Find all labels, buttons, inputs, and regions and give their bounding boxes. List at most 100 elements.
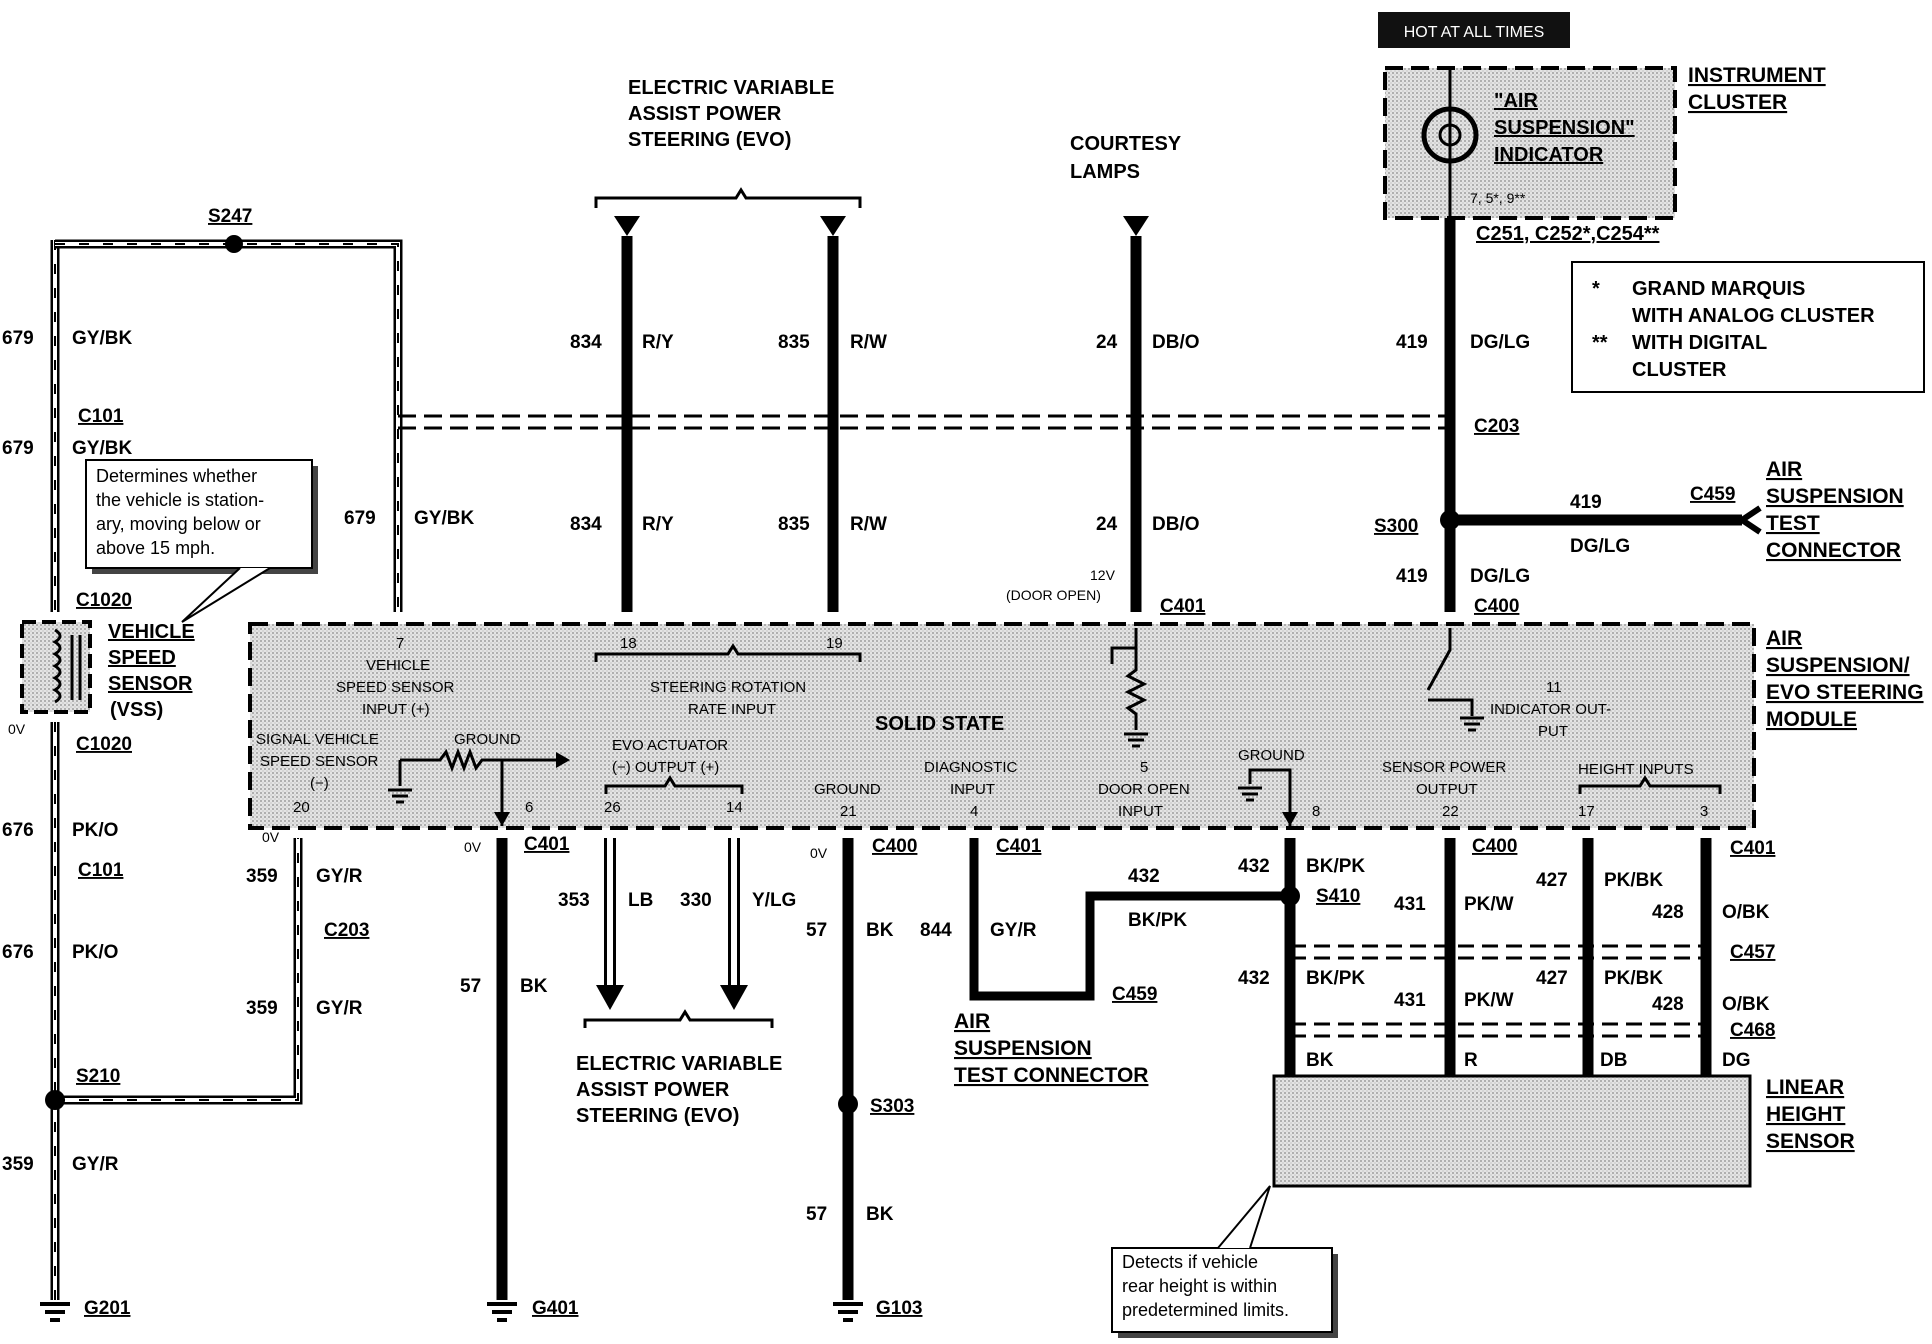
callout-vss-line-4: above 15 mph.	[96, 538, 215, 558]
indicator-switch-icon	[1426, 628, 1474, 716]
legend-box	[1571, 261, 1925, 393]
module-solid-state: SOLID STATE	[875, 713, 1004, 735]
wire-427-num-b: 427	[1536, 968, 1568, 989]
resistor-icon	[400, 747, 560, 773]
vss-input-label-3: INPUT (+)	[362, 701, 430, 718]
splice-s300: S300	[1374, 516, 1418, 537]
wire-432-num-b: 432	[1238, 856, 1270, 877]
wire-359-col-c: GY/R	[72, 1154, 119, 1175]
sensor-wire-r: R	[1464, 1050, 1478, 1071]
wire-679-num-c: 679	[344, 508, 376, 529]
wire-57-col-b: BK	[866, 920, 894, 941]
steering-rate-brace	[594, 643, 862, 662]
wire-835-num-a: 835	[778, 332, 810, 353]
hot-at-all-times-box	[1378, 12, 1570, 48]
voltage-12v: 12V	[1090, 567, 1116, 583]
connector-c203-bus	[398, 414, 1450, 430]
pin-20: 20	[293, 799, 310, 816]
wire-419-col-b: DG/LG	[1570, 536, 1630, 557]
wire-419-col-c: DG/LG	[1470, 566, 1530, 587]
door-open-label-2: INPUT	[1118, 803, 1163, 820]
cluster-connector-label: C251, C252*,C254**	[1476, 223, 1660, 245]
wire-24-num-b: 24	[1096, 514, 1118, 535]
vss-title-4: (VSS)	[110, 699, 163, 721]
linear-height-sensor-box	[1272, 1074, 1752, 1188]
wire-353-col: LB	[628, 890, 653, 911]
callout-vss-line-1: Determines whether	[96, 466, 257, 486]
connector-c457-bus	[1290, 944, 1706, 960]
signal-vss-label-2: SPEED SENSOR	[260, 753, 379, 770]
connector-c1020-bottom: C1020	[76, 734, 132, 755]
courtesy-lamps-line-1: COURTESY	[1070, 133, 1182, 155]
height-sensor-title-3: SENSOR	[1766, 1130, 1855, 1153]
wire-427-col-b: PK/BK	[1604, 968, 1663, 989]
connector-c459-top: C459	[1690, 484, 1735, 505]
diagnostic-label-1: DIAGNOSTIC	[924, 759, 1018, 776]
air-test-bottom-1: AIR	[954, 1010, 990, 1033]
wire-359-num-c: 359	[2, 1154, 34, 1175]
voltage-0v-57a: 0V	[464, 839, 482, 855]
module-title-1: AIR	[1766, 627, 1802, 650]
wire-835-num-b: 835	[778, 514, 810, 535]
signal-vss-label-3: (−)	[310, 775, 329, 792]
cluster-pins: 7, 5*, 9**	[1470, 190, 1526, 206]
connector-c400-top: C400	[1474, 596, 1519, 617]
wire-431-col-b: PK/W	[1464, 990, 1514, 1011]
wire-57-num-a: 57	[460, 976, 481, 997]
arrow-834-icon	[614, 216, 640, 236]
evo-bottom-line-2: ASSIST POWER	[576, 1079, 730, 1101]
wire-419-num-a: 419	[1396, 332, 1428, 353]
vss-title-1: VEHICLE	[108, 621, 195, 643]
voltage-0v-57b: 0V	[810, 845, 828, 861]
arrow-330-icon	[720, 985, 748, 1010]
splice-s210-dot	[45, 1090, 65, 1110]
wire-835-col-a: R/W	[850, 332, 887, 353]
sensor-wire-db: DB	[1600, 1050, 1627, 1071]
wire-679-col-a: GY/BK	[72, 328, 132, 349]
legend-line-1: GRAND MARQUIS	[1632, 278, 1805, 300]
vss-input-label-1: VEHICLE	[366, 657, 430, 674]
wire-24-col-b: DB/O	[1152, 514, 1200, 535]
connector-c401-ground: C401	[524, 834, 570, 855]
voltage-0v-359: 0V	[262, 829, 280, 845]
wire-679-num-b: 679	[2, 438, 34, 459]
air-test-connector-icon	[1736, 505, 1762, 535]
voltage-0v-vss: 0V	[8, 721, 26, 737]
wire-359-col-b: GY/R	[316, 998, 363, 1019]
wire-419-num-b: 419	[1570, 492, 1602, 513]
pin-11: 11	[1546, 679, 1562, 696]
air-test-bottom-2: SUSPENSION	[954, 1037, 1092, 1060]
indicator-label-3: INDICATOR	[1494, 144, 1604, 166]
wire-431-num-a: 431	[1394, 894, 1426, 915]
arrow-right-icon	[556, 752, 570, 768]
callout-vss-line-2: the vehicle is station-	[96, 490, 264, 510]
module-ground-icon-3	[1238, 786, 1262, 802]
connector-c101-top: C101	[78, 406, 124, 427]
wire-834-col-b: R/Y	[642, 514, 674, 535]
evo-top-line-3: STEERING (EVO)	[628, 129, 791, 151]
ground-g401-icon	[487, 1302, 517, 1322]
ground-g201-icon	[40, 1302, 70, 1322]
wire-419-num-c: 419	[1396, 566, 1428, 587]
connector-c1020-top: C1020	[76, 590, 132, 611]
sensor-wire-dg: DG	[1722, 1050, 1751, 1071]
air-test-bottom-3: TEST CONNECTOR	[954, 1064, 1148, 1087]
wire-432-num-a: 432	[1128, 866, 1160, 887]
wire-835-col-b: R/W	[850, 514, 887, 535]
pin-17: 17	[1578, 803, 1595, 820]
wire-427-num-a: 427	[1536, 870, 1568, 891]
wire-676-num-a: 676	[2, 820, 34, 841]
ground-return-path	[1248, 768, 1292, 826]
pin-14: 14	[726, 799, 743, 816]
ground-g103-icon	[833, 1302, 863, 1322]
sensor-wire-bk: BK	[1306, 1050, 1334, 1071]
courtesy-lamps-line-2: LAMPS	[1070, 161, 1140, 183]
wire-24-num-a: 24	[1096, 332, 1118, 353]
callout-height-box	[1111, 1247, 1333, 1333]
splice-s210: S210	[76, 1066, 120, 1087]
pin-4: 4	[970, 803, 978, 820]
module-ground-label-1: GROUND	[454, 731, 521, 748]
sensor-power-label-1: SENSOR POWER	[1382, 759, 1506, 776]
evo-actuator-label-1: EVO ACTUATOR	[612, 737, 728, 754]
connector-c468-bus	[1290, 1022, 1706, 1038]
